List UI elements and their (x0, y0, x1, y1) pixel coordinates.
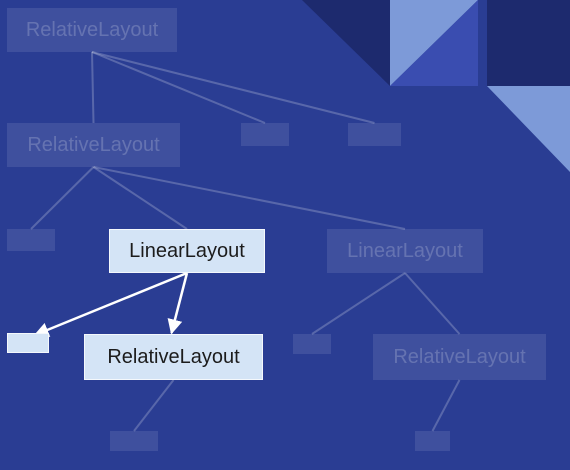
node-label: RelativeLayout (107, 345, 240, 368)
node-level3-empty-box-active (7, 333, 49, 353)
edge-level1_relative-to-level2_linear_dim (93, 166, 406, 230)
edge-level2_linear_dim-to-level3_box_mid (311, 272, 406, 335)
node-label: RelativeLayout (393, 345, 526, 368)
node-label: LinearLayout (129, 239, 245, 262)
node-level4-empty-box-left (110, 431, 158, 451)
node-level3-relative-layout-active: RelativeLayout (84, 334, 263, 380)
edge-level1_relative-to-level2_box_left (30, 166, 95, 230)
edge-level1_relative-to-level2_linear_active (92, 166, 188, 230)
corner-square-dark (487, 0, 570, 86)
node-label: RelativeLayout (27, 133, 160, 156)
corner-triangle-light-right (487, 86, 570, 172)
node-level2-linear-layout-active: LinearLayout (109, 229, 265, 273)
edge-root-to-level1_box_a (91, 51, 266, 124)
edge-level2_linear_dim-to-level3_relative_dim (404, 272, 461, 335)
node-level1-relative-layout: RelativeLayout (7, 123, 180, 167)
edge-root-to-level1_box_b (91, 51, 375, 124)
node-level1-empty-box-a (241, 123, 289, 146)
node-level3-empty-box (293, 334, 331, 354)
edge-level3_relative_active-to-level4_box_left (133, 379, 175, 432)
node-label: RelativeLayout (25, 18, 159, 41)
node-root-relative-layout: RelativeLayout (7, 8, 177, 52)
edge-level2_linear_active-to-level3_relative_active (167, 272, 189, 335)
node-level4-empty-box-right (415, 431, 450, 451)
node-level1-empty-box-b (348, 123, 401, 146)
edge-root-to-level1_relative (91, 51, 95, 124)
node-label: LinearLayout (347, 239, 463, 262)
corner-triangle-dark (302, 0, 390, 86)
edge-level3_relative_dim-to-level4_box_right (431, 379, 461, 432)
node-level2-linear-layout: LinearLayout (327, 229, 483, 273)
edge-level2_linear_active-to-level3_box_active (33, 271, 188, 337)
corner-triangle-mid (390, 0, 478, 86)
node-level2-empty-box (7, 229, 55, 251)
node-level3-relative-layout: RelativeLayout (373, 334, 546, 380)
